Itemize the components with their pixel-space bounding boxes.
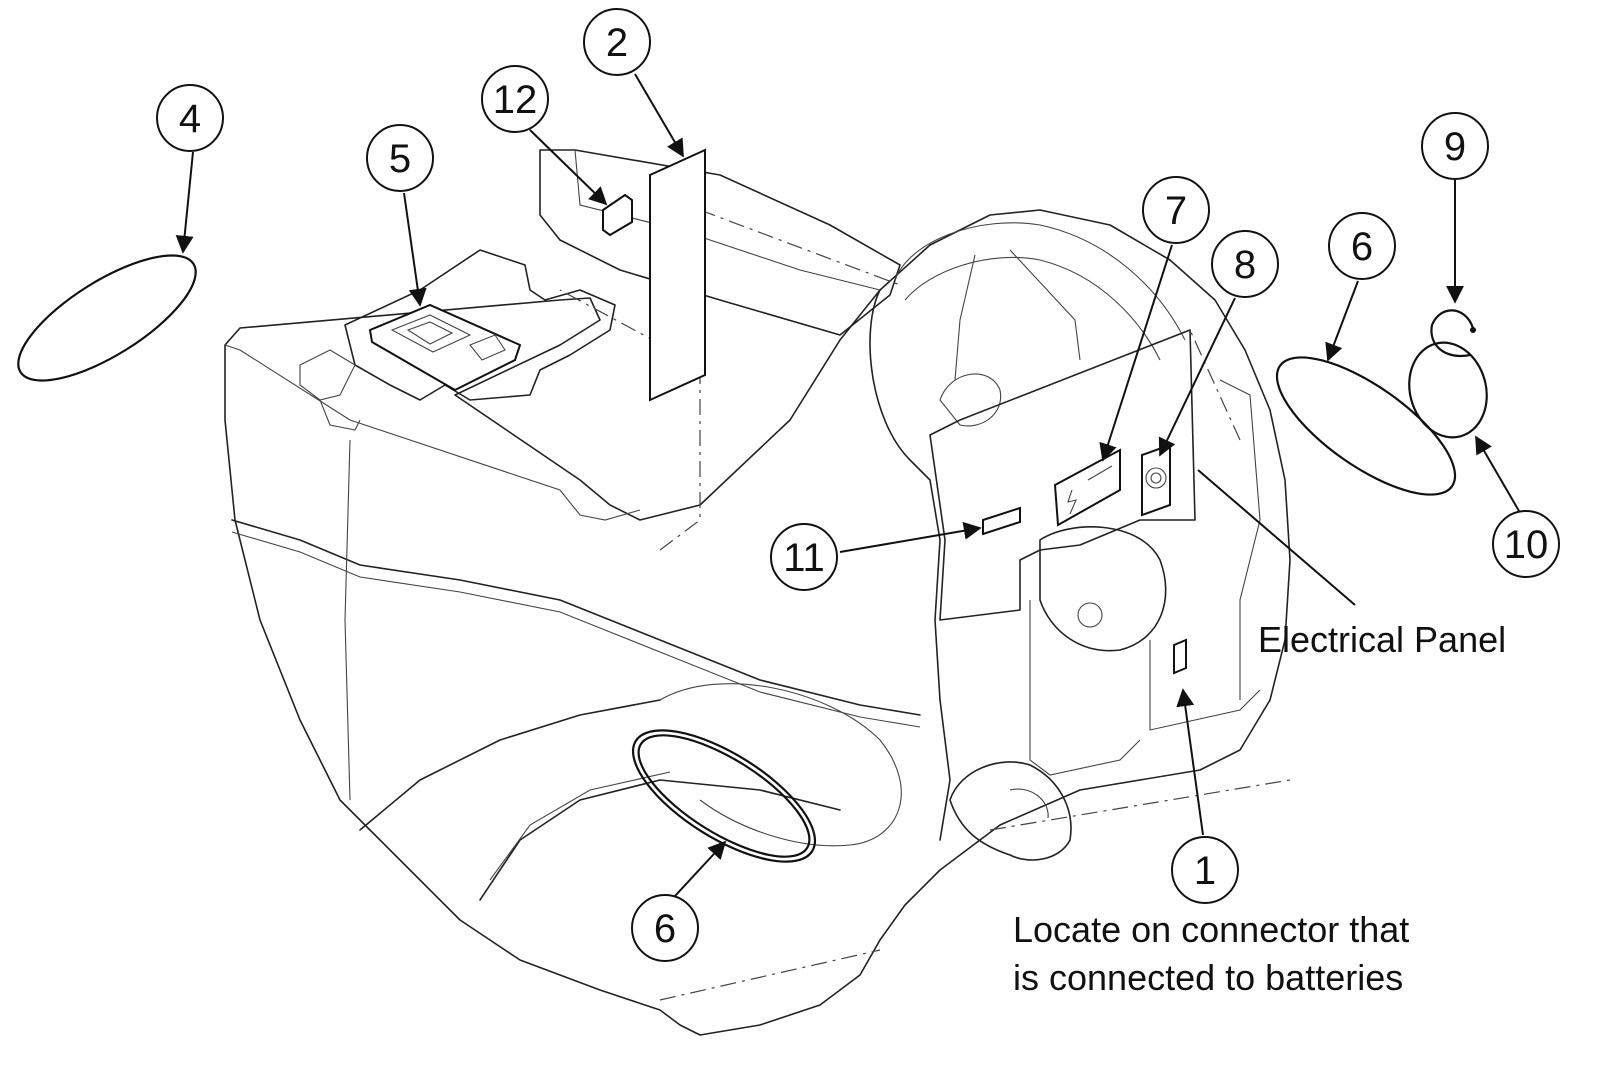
callout-1: 1 (1171, 836, 1239, 904)
decal-7 (1053, 448, 1121, 527)
clip-9 (1430, 309, 1476, 358)
decal-12-small (602, 193, 633, 237)
ring-6-right (1275, 356, 1457, 496)
callout-6-front-label: 6 (654, 907, 676, 951)
ring-6-front (631, 729, 817, 863)
callout-6-right-label: 6 (1351, 225, 1373, 269)
callout-11-label: 11 (783, 536, 825, 580)
callout-8-label: 8 (1234, 243, 1256, 287)
decal-1-connector (1173, 638, 1187, 675)
callout-7-label: 7 (1165, 189, 1187, 233)
callout-12: 12 (481, 65, 549, 133)
callout-5-label: 5 (389, 137, 411, 181)
callout-7: 7 (1142, 176, 1210, 244)
decal-8 (1141, 443, 1171, 517)
decal-2-rectangle (649, 148, 706, 402)
callout-9: 9 (1421, 112, 1489, 180)
decal-5-control-panel (368, 303, 522, 392)
callout-2-label: 2 (606, 21, 628, 65)
electrical-panel-label: Electrical Panel (1258, 619, 1506, 660)
leader-lines (175, 73, 1520, 897)
callout-9-label: 9 (1444, 125, 1466, 169)
cap-10 (1408, 341, 1488, 439)
callout-4: 4 (156, 84, 224, 152)
callout-5: 5 (366, 124, 434, 192)
decal-11 (982, 506, 1021, 536)
callout-6-right: 6 (1328, 212, 1396, 280)
callout-4-label: 4 (179, 97, 201, 141)
callout-12-label: 12 (493, 78, 538, 122)
callout-8: 8 (1211, 230, 1279, 298)
connector-note-line1: Locate on connector that (1013, 909, 1409, 950)
ring-4 (17, 254, 197, 382)
machine-body (224, 149, 1291, 1036)
connector-note-line2: is connected to batteries (1013, 957, 1403, 998)
callout-2: 2 (583, 8, 651, 76)
callout-10-label: 10 (1504, 523, 1549, 567)
callout-10: 10 (1492, 510, 1560, 578)
callout-1-label: 1 (1194, 849, 1216, 893)
callout-6-front: 6 (631, 894, 699, 962)
callout-11: 11 (770, 523, 838, 591)
